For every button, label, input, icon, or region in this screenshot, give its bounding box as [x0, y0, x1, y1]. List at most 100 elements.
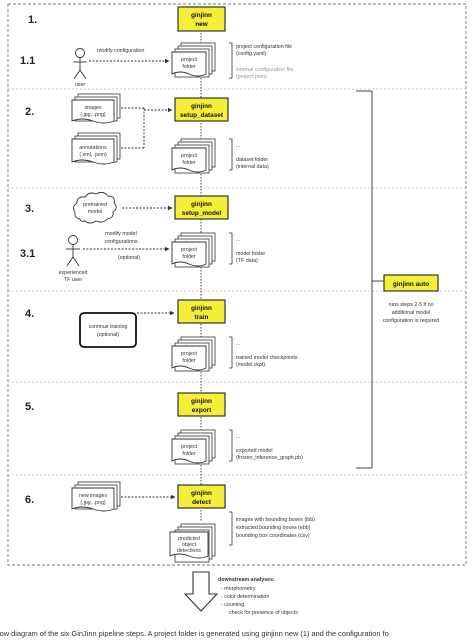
output-step-3: ... model folder (TF data) — [236, 237, 265, 264]
input-label: images — [84, 105, 101, 111]
experienced-user-actor-icon — [66, 235, 80, 267]
input-label: (optional) — [97, 332, 119, 338]
command-box-setup-model: ginjinn setup_model — [174, 195, 229, 220]
folder-label: project — [181, 247, 197, 253]
output-line: ... — [236, 341, 240, 347]
command-box-setup-dataset: ginjinn setup_dataset — [174, 97, 229, 122]
input-label: model — [88, 209, 102, 215]
project-folder-5: project folder — [171, 429, 216, 465]
command-label: ginjinn auto — [393, 281, 429, 288]
command-label: ginjinn — [191, 201, 212, 208]
command-box-export: ginjinn export — [177, 392, 226, 417]
user-action-label: modify configuration — [97, 48, 144, 54]
dataset-input-arrows — [121, 107, 173, 149]
folder-label: folder — [182, 358, 195, 364]
step-numbers: 1. 1.1 2. 3. 3.1 4. 5. 6. — [20, 14, 37, 506]
folder-label: project — [181, 351, 197, 357]
downstream-item: - counting — [221, 602, 244, 608]
downstream-arrow — [183, 571, 219, 612]
project-folder-1: project folder — [171, 42, 216, 78]
input-label: annotations — [79, 145, 107, 151]
folder-label: folder — [182, 451, 195, 457]
output-line: exported model — [236, 448, 273, 454]
step-number-5: 5. — [25, 401, 34, 413]
output-line: dataset folder — [236, 157, 268, 163]
folder-label: project — [181, 444, 197, 450]
output-line: (model.ckpt) — [236, 362, 265, 368]
input-label: new images — [79, 493, 108, 499]
output-step-4: ... trained model checkpoints (model.ckp… — [236, 341, 298, 368]
output-line: (config.yaml) — [236, 51, 267, 57]
output-brackets — [229, 42, 233, 546]
output-line: (internal data) — [236, 164, 269, 170]
command-label: ginjinn — [191, 490, 212, 497]
command-label: ginjinn — [191, 305, 212, 312]
output-line: images with bounding boxes (ibb) — [236, 517, 315, 523]
experienced-user-action: configurations — [105, 239, 138, 245]
auto-description: runs steps 2-5 if no — [388, 302, 433, 308]
figure-caption: low diagram of the six GinJinn pipeline … — [0, 629, 389, 638]
folder-label: object — [182, 542, 197, 548]
annotations-input: annotations (.xml, .json) — [71, 132, 121, 165]
command-label: ginjinn — [191, 398, 212, 405]
pipeline-frame — [7, 3, 467, 566]
output-step-5: ... exported model (frozen_inference_gra… — [236, 434, 303, 461]
step-number-4: 4. — [25, 308, 34, 320]
command-label: setup_model — [182, 210, 222, 217]
command-label: setup_dataset — [180, 112, 224, 119]
output-step-2: ... dataset folder (internal data) — [236, 143, 269, 170]
output-line: ... — [236, 237, 240, 243]
project-folder-2: project folder — [171, 138, 216, 174]
folder-label: folder — [182, 160, 195, 166]
downstream-item: - color determination — [221, 594, 269, 600]
input-label: pretrained — [83, 202, 107, 208]
output-line: internal configuration file — [236, 67, 293, 73]
auto-bracket — [356, 90, 384, 469]
step-number-3: 3. — [25, 203, 34, 215]
command-box-train: ginjinn train — [177, 299, 226, 324]
step-number-2: 2. — [25, 106, 34, 118]
output-line: extracted bounding boxes (ebb) — [236, 525, 311, 531]
predicted-detections-folder: predicted object detections — [169, 523, 216, 563]
output-line: project configuration file — [236, 44, 292, 50]
command-label: ginjinn — [191, 103, 212, 110]
images-input: images (.jpg, .png) — [71, 93, 121, 124]
user-actor-icon — [73, 48, 87, 80]
output-line: (project.json) — [236, 74, 267, 80]
downstream-analyses: downstream analyses: - morphometry - col… — [218, 577, 298, 616]
continue-training-box: continue training (optional) — [79, 312, 137, 348]
command-label: detect — [192, 499, 212, 506]
step-number-6: 6. — [25, 494, 34, 506]
output-step-1: project configuration file (config.yaml)… — [236, 44, 293, 80]
input-label: (.jpg, .png) — [80, 112, 106, 118]
step-dividers — [8, 88, 466, 476]
output-line: ... — [236, 143, 240, 149]
command-box-detect: ginjinn detect — [177, 484, 226, 509]
command-box-auto: ginjinn auto — [383, 274, 439, 292]
command-label: ginjinn — [191, 12, 212, 19]
pretrained-model-cloud: pretrained model — [72, 191, 117, 224]
command-box-new: ginjinn new — [177, 6, 226, 32]
user-label: user — [75, 82, 86, 88]
auto-description: configuration is required — [383, 318, 440, 324]
output-line: (TF data) — [236, 258, 258, 264]
step-number-1-1: 1.1 — [20, 55, 35, 67]
downstream-item: check for presence of objects — [229, 610, 298, 616]
folder-label: folder — [182, 254, 195, 260]
folder-label: project — [181, 153, 197, 159]
folder-label: folder — [182, 64, 195, 70]
output-step-6: images with bounding boxes (ibb) extract… — [236, 517, 315, 539]
output-line: trained model checkpoints — [236, 355, 298, 361]
folder-label: predicted — [178, 536, 200, 542]
step-number-1: 1. — [28, 14, 37, 26]
auto-description: additional model — [392, 310, 431, 316]
input-label: (.jpg, .png) — [80, 500, 106, 506]
project-folder-4: project folder — [171, 336, 216, 372]
input-label: (.xml, .json) — [79, 152, 107, 158]
project-folder-3: project folder — [171, 232, 216, 268]
folder-label: detections — [177, 548, 201, 554]
output-line: ... — [236, 434, 240, 440]
output-line: (frozen_inference_graph.pb) — [236, 455, 303, 461]
experienced-user-label: experienced — [59, 270, 88, 276]
